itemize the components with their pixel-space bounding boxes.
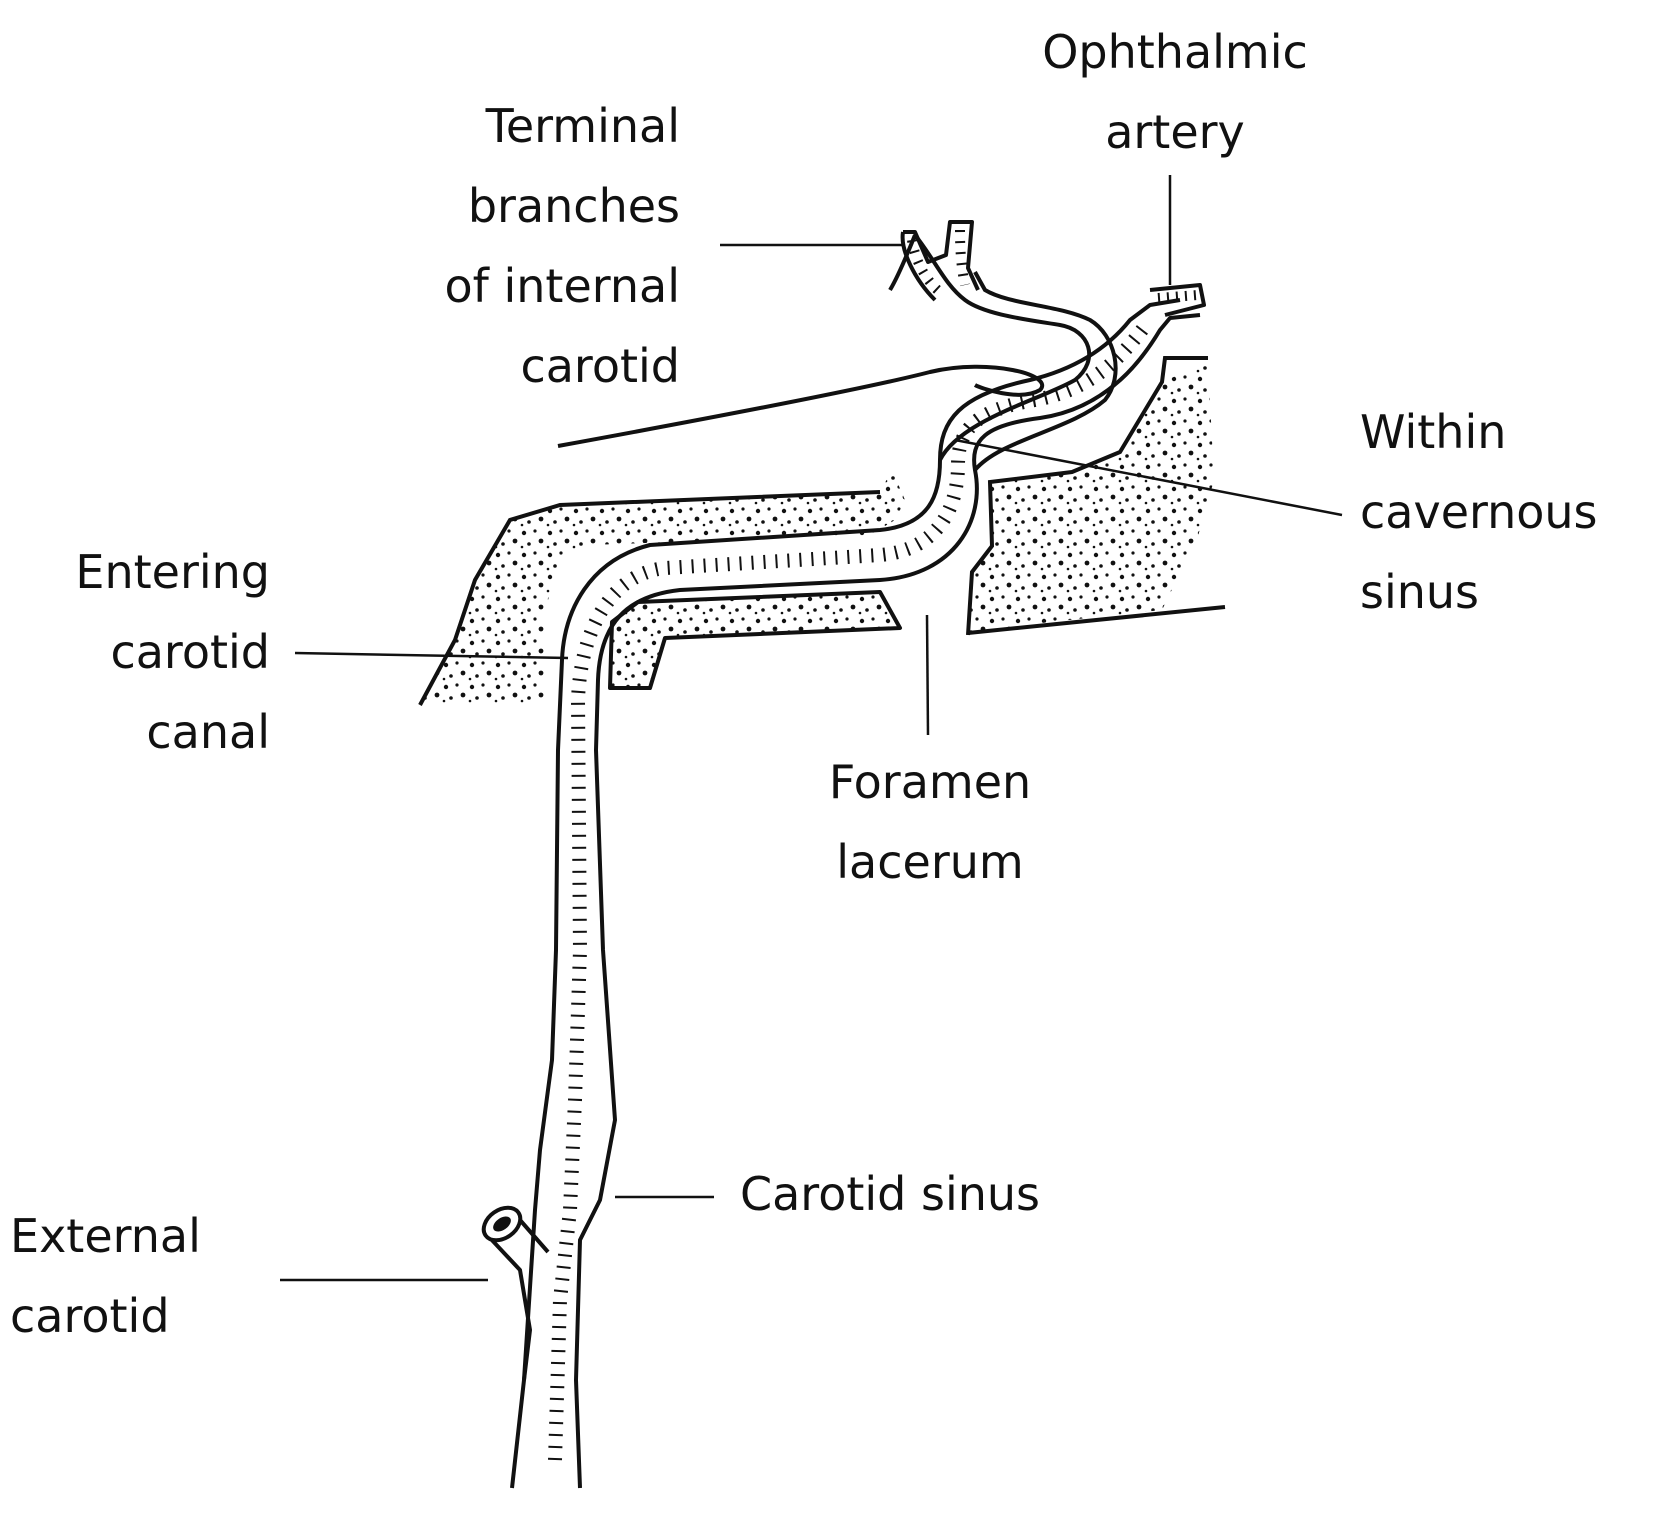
label-line: lacerum	[836, 835, 1024, 889]
dural-fold-line	[557, 364, 1045, 448]
terminal-branches	[888, 220, 980, 302]
label-line: External	[10, 1209, 201, 1263]
leader-foramen	[925, 614, 930, 736]
label-line: branches	[467, 179, 680, 233]
leader-within	[954, 438, 1343, 517]
label-line: of internal	[444, 259, 680, 313]
label-line: cavernous	[1360, 485, 1598, 539]
label-external-carotid: External carotid	[10, 1196, 265, 1356]
label-line: carotid	[520, 339, 680, 393]
label-terminal-branches: Terminal branches of internal carotid	[380, 86, 680, 406]
petrous-bone-upper	[418, 470, 905, 706]
label-carotid-sinus: Carotid sinus	[740, 1154, 1140, 1234]
leader-lines	[280, 175, 1343, 1282]
label-entering-carotid-canal: Entering carotid canal	[20, 532, 270, 772]
label-line: Terminal	[485, 99, 680, 153]
label-ophthalmic-artery: Ophthalmic artery	[1010, 12, 1340, 172]
label-line: Foramen	[828, 755, 1032, 809]
label-foramen-lacerum: Foramen lacerum	[800, 742, 1060, 902]
label-line: canal	[146, 705, 270, 759]
sphenoid-bone-right	[966, 356, 1226, 636]
label-line: carotid	[10, 1289, 170, 1343]
label-within-cavernous-sinus: Within cavernous sinus	[1360, 392, 1660, 632]
internal-carotid-artery	[510, 233, 1201, 1489]
ophthalmic-artery-stub	[1149, 283, 1206, 317]
label-line: artery	[1105, 105, 1245, 159]
petrous-bone-lower-flap	[608, 590, 902, 690]
leader-entering	[294, 651, 569, 660]
label-line: carotid	[110, 625, 270, 679]
label-line: Entering	[75, 545, 270, 599]
label-line: Within	[1360, 405, 1507, 459]
label-line: sinus	[1360, 565, 1480, 619]
label-line: Carotid sinus	[740, 1167, 1041, 1221]
external-carotid-stub	[481, 1205, 550, 1381]
label-line: Ophthalmic	[1042, 25, 1308, 79]
